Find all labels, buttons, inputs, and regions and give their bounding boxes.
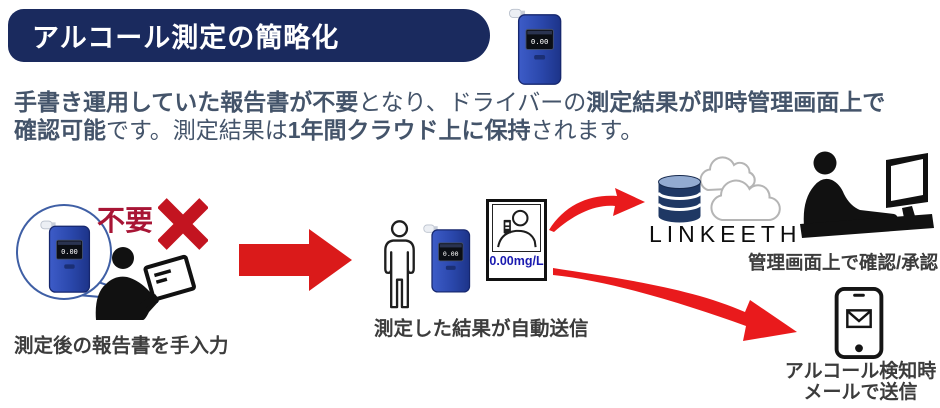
curved-arrow-up-icon: [549, 188, 645, 232]
intro-line-2: 確認可能です。測定結果は1年間クラウド上に保持されます。: [14, 117, 644, 143]
cloud-icon: [699, 156, 781, 222]
mail-step-caption: アルコール検知時 メールで送信: [783, 361, 938, 403]
operator-at-computer-icon: [800, 151, 934, 238]
page-title: アルコール測定の簡略化: [32, 23, 340, 53]
intro-paragraph: 手書き運用していた報告書が不要となり、ドライバーの測定結果が即時管理画面上で 確…: [14, 88, 934, 144]
arrow-right-icon: [239, 229, 352, 291]
breathalyzer-icon: 0.00: [40, 220, 91, 293]
intro-line-1: 手書き運用していた報告書が不要となり、ドライバーの測定結果が即時管理画面上で: [14, 89, 886, 115]
device-screen-value: 0.00: [531, 37, 549, 46]
breathalyzer-icon: 0.00: [509, 8, 562, 85]
manual-step-caption: 測定後の報告書を手入力: [14, 335, 229, 357]
database-icon: [657, 175, 702, 223]
cross-icon: [158, 198, 208, 250]
photo-reading-label: 0.00mg/L: [489, 254, 544, 268]
cloud-step-caption: 管理画面上で確認/承認: [748, 252, 939, 273]
device-screen-value: 0.00: [443, 250, 459, 258]
linkeeth-brand: LINKEETH: [649, 221, 802, 247]
curved-arrow-down-icon: [553, 268, 797, 341]
not-needed-label: 不要: [97, 205, 154, 236]
auto-step-caption: 測定した結果が自動送信: [374, 318, 589, 340]
standing-person-icon: [384, 220, 415, 309]
measurement-photo-frame: 0.00mg/L: [486, 199, 547, 281]
mail-icon: [846, 309, 872, 329]
measurement-photo: [492, 204, 541, 252]
device-screen-value: 0.00: [61, 248, 78, 256]
blowing-person-icon: [497, 209, 537, 248]
pen-icon: [139, 294, 159, 310]
mail-caption-line-1: アルコール検知時: [784, 361, 937, 382]
writing-person-icon: [95, 247, 196, 320]
mail-caption-line-2: メールで送信: [803, 382, 918, 403]
breathalyzer-icon: 0.00: [423, 224, 471, 293]
smartphone-icon: [834, 287, 884, 359]
header-banner: アルコール測定の簡略化: [8, 9, 490, 62]
